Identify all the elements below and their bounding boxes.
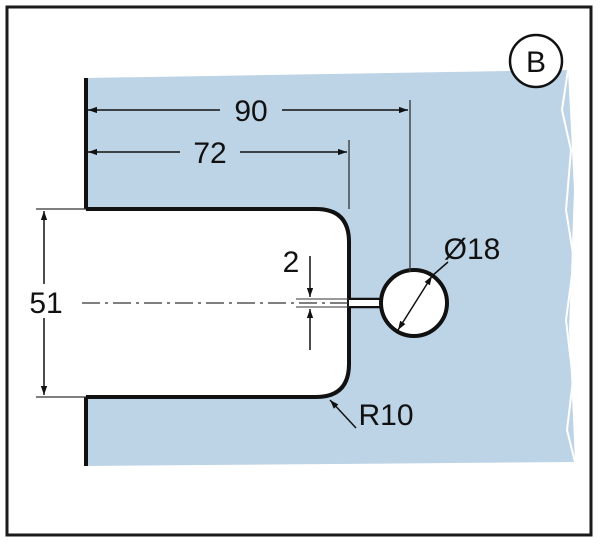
hole (379, 268, 449, 338)
view-badge-circle (508, 33, 564, 89)
hole-diameter-arrow (397, 275, 433, 331)
dimension-label-51: 51 (29, 287, 62, 320)
glass-edge-break (560, 69, 576, 463)
dimension-label-slot: 2 (283, 246, 300, 279)
dimension-label-90: 90 (234, 95, 267, 128)
radius-leader (329, 399, 357, 429)
slot-fill (349, 300, 389, 306)
dimension-label-72: 72 (193, 137, 226, 170)
dimension-label-hole: Ø18 (444, 233, 501, 266)
view-badge-label: B (526, 46, 546, 79)
glass-panel (86, 70, 575, 466)
dimension-label-51-bg (26, 284, 66, 318)
hole-diameter-leader (431, 261, 449, 277)
dimension-label-radius: R10 (358, 399, 413, 432)
